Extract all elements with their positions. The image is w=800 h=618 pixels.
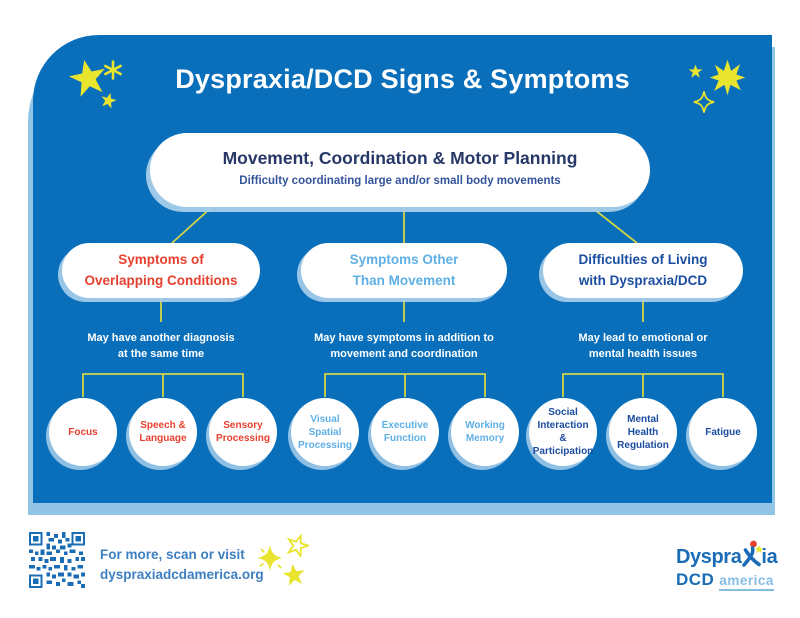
logo-name-suffix: ia	[761, 546, 778, 568]
branch-description: May have symptoms in addition to movemen…	[314, 332, 494, 360]
symptom-circle-visual-spatial: Visual Spatial Processing	[291, 398, 359, 466]
branch-title: Difficulties of Living with Dyspraxia/DC…	[578, 251, 708, 288]
branch-title: Symptoms Other Than Movement	[349, 251, 459, 288]
branch-difficulties-of-living: Difficulties of Living with Dyspraxia/DC…	[543, 243, 743, 298]
star-icon	[101, 92, 117, 109]
symptom-circle-focus: Focus	[49, 398, 117, 466]
branch-overlapping-conditions: Symptoms of Overlapping Conditions	[62, 243, 260, 298]
symptom-circle-mental-health: Mental Health Regulation	[609, 398, 677, 466]
page-title: Dyspraxia/DCD Signs & Symptoms	[175, 64, 630, 94]
root-node: Movement, Coordination & Motor Planning …	[150, 133, 650, 207]
branch-description: May lead to emotional or mental health i…	[578, 332, 708, 360]
logo-subline: DCD america	[676, 570, 781, 591]
symptom-circle-social-interaction: Social Interaction & Participation	[529, 398, 597, 466]
qr-code	[29, 532, 85, 588]
footer-cta: For more, scan or visit dyspraxiadcdamer…	[100, 545, 264, 584]
branch-description: May have another diagnosis at the same t…	[87, 332, 235, 360]
logo-org: DCD	[676, 570, 715, 589]
footer-cta-line1: For more, scan or visit	[100, 547, 245, 562]
logo-figure-x-icon	[742, 540, 764, 568]
symptom-circle-executive-function: Executive Function	[371, 398, 439, 466]
sparkle-burst-icon	[257, 544, 283, 572]
star-icon	[282, 564, 305, 586]
star-icon	[688, 64, 703, 78]
star-icon	[68, 60, 105, 97]
logo-region: america	[719, 573, 774, 591]
sparkle-outline-icon	[693, 91, 715, 113]
root-node-subtitle: Difficulty coordinating large and/or sma…	[239, 175, 561, 187]
sparkle-icon	[104, 60, 122, 80]
root-node-title: Movement, Coordination & Motor Planning	[222, 148, 578, 168]
symptom-circle-sensory-processing: Sensory Processing	[209, 398, 277, 466]
logo-wordmark: Dyspra ia	[676, 540, 781, 568]
symptom-circle-working-memory: Working Memory	[451, 398, 519, 466]
burst-star-icon	[709, 59, 746, 96]
brand-logo: Dyspra ia DCD america	[676, 540, 781, 591]
logo-name-prefix: Dyspra	[676, 546, 742, 568]
branch-title: Symptoms of Overlapping Conditions	[84, 251, 238, 288]
footer-url: dyspraxiadcdamerica.org	[100, 566, 264, 582]
branch-other-than-movement: Symptoms Other Than Movement	[301, 243, 507, 298]
symptom-circle-fatigue: Fatigue	[689, 398, 757, 466]
symptom-circle-speech-language: Speech & Language	[129, 398, 197, 466]
star-outline-icon	[286, 534, 309, 557]
